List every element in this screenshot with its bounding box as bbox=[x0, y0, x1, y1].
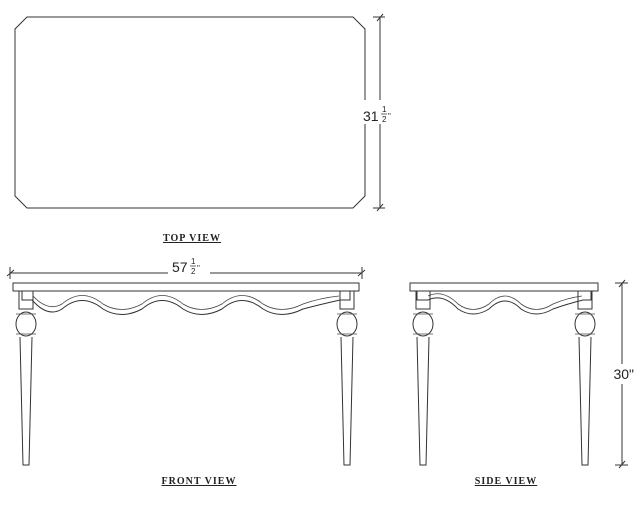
front-right-leg-bulb bbox=[336, 311, 358, 337]
side-left-leg-block bbox=[415, 290, 431, 310]
side-left-leg-bulb bbox=[412, 311, 434, 337]
tabletop-outline bbox=[14, 16, 366, 209]
top-dimension-unit: " bbox=[388, 112, 391, 121]
side-view: 30" SIDE VIEW bbox=[409, 279, 636, 487]
front-left-leg-block bbox=[18, 290, 34, 310]
side-apron-inner bbox=[427, 293, 583, 310]
front-dimension-mask bbox=[168, 258, 210, 278]
front-view-label: FRONT VIEW bbox=[162, 476, 237, 487]
front-left-leg-taper bbox=[19, 336, 33, 466]
side-left-leg-taper bbox=[416, 336, 430, 466]
top-dimension-denominator: 2 bbox=[382, 115, 387, 124]
side-dimension-slash-top bbox=[618, 279, 626, 288]
side-apron bbox=[416, 290, 592, 315]
side-dimension-mask bbox=[606, 364, 636, 384]
top-view: 31 1 2 " TOP VIEW bbox=[14, 13, 394, 244]
side-tabletop bbox=[409, 282, 599, 292]
side-dimension-slash-bottom bbox=[618, 460, 626, 469]
front-view: 57 1 2 " FRONT VIEW bbox=[6, 257, 366, 487]
side-left-leg bbox=[412, 290, 434, 466]
front-dimension-slash-right bbox=[357, 269, 366, 277]
side-right-leg-block bbox=[577, 290, 593, 310]
front-dimension-slash-left bbox=[6, 269, 15, 277]
front-apron-inner bbox=[32, 295, 340, 310]
side-right-leg-bulb bbox=[574, 311, 596, 337]
front-apron bbox=[21, 290, 351, 315]
side-right-leg bbox=[574, 290, 596, 466]
side-view-label: SIDE VIEW bbox=[475, 476, 537, 487]
top-dimension-mask bbox=[360, 100, 394, 124]
front-dimension-denominator: 2 bbox=[191, 267, 196, 276]
top-dimension-numerator: 1 bbox=[382, 105, 387, 114]
top-dimension-slash-bottom bbox=[376, 203, 384, 212]
top-dimension-whole: 31 bbox=[363, 108, 379, 124]
side-right-leg-taper bbox=[578, 336, 592, 466]
top-dimension-slash-top bbox=[376, 13, 384, 22]
side-dimension-value: 30" bbox=[613, 366, 634, 382]
front-left-leg-bulb bbox=[15, 311, 37, 337]
front-dimension-whole: 57 bbox=[172, 259, 188, 275]
front-tabletop bbox=[12, 282, 360, 292]
front-dimension-numerator: 1 bbox=[191, 257, 196, 266]
front-right-leg-taper bbox=[340, 336, 354, 466]
front-dimension-unit: " bbox=[197, 264, 200, 273]
front-left-leg bbox=[15, 290, 37, 466]
front-right-leg-block bbox=[339, 290, 355, 310]
front-right-leg bbox=[336, 290, 358, 466]
top-view-label: TOP VIEW bbox=[163, 233, 221, 244]
